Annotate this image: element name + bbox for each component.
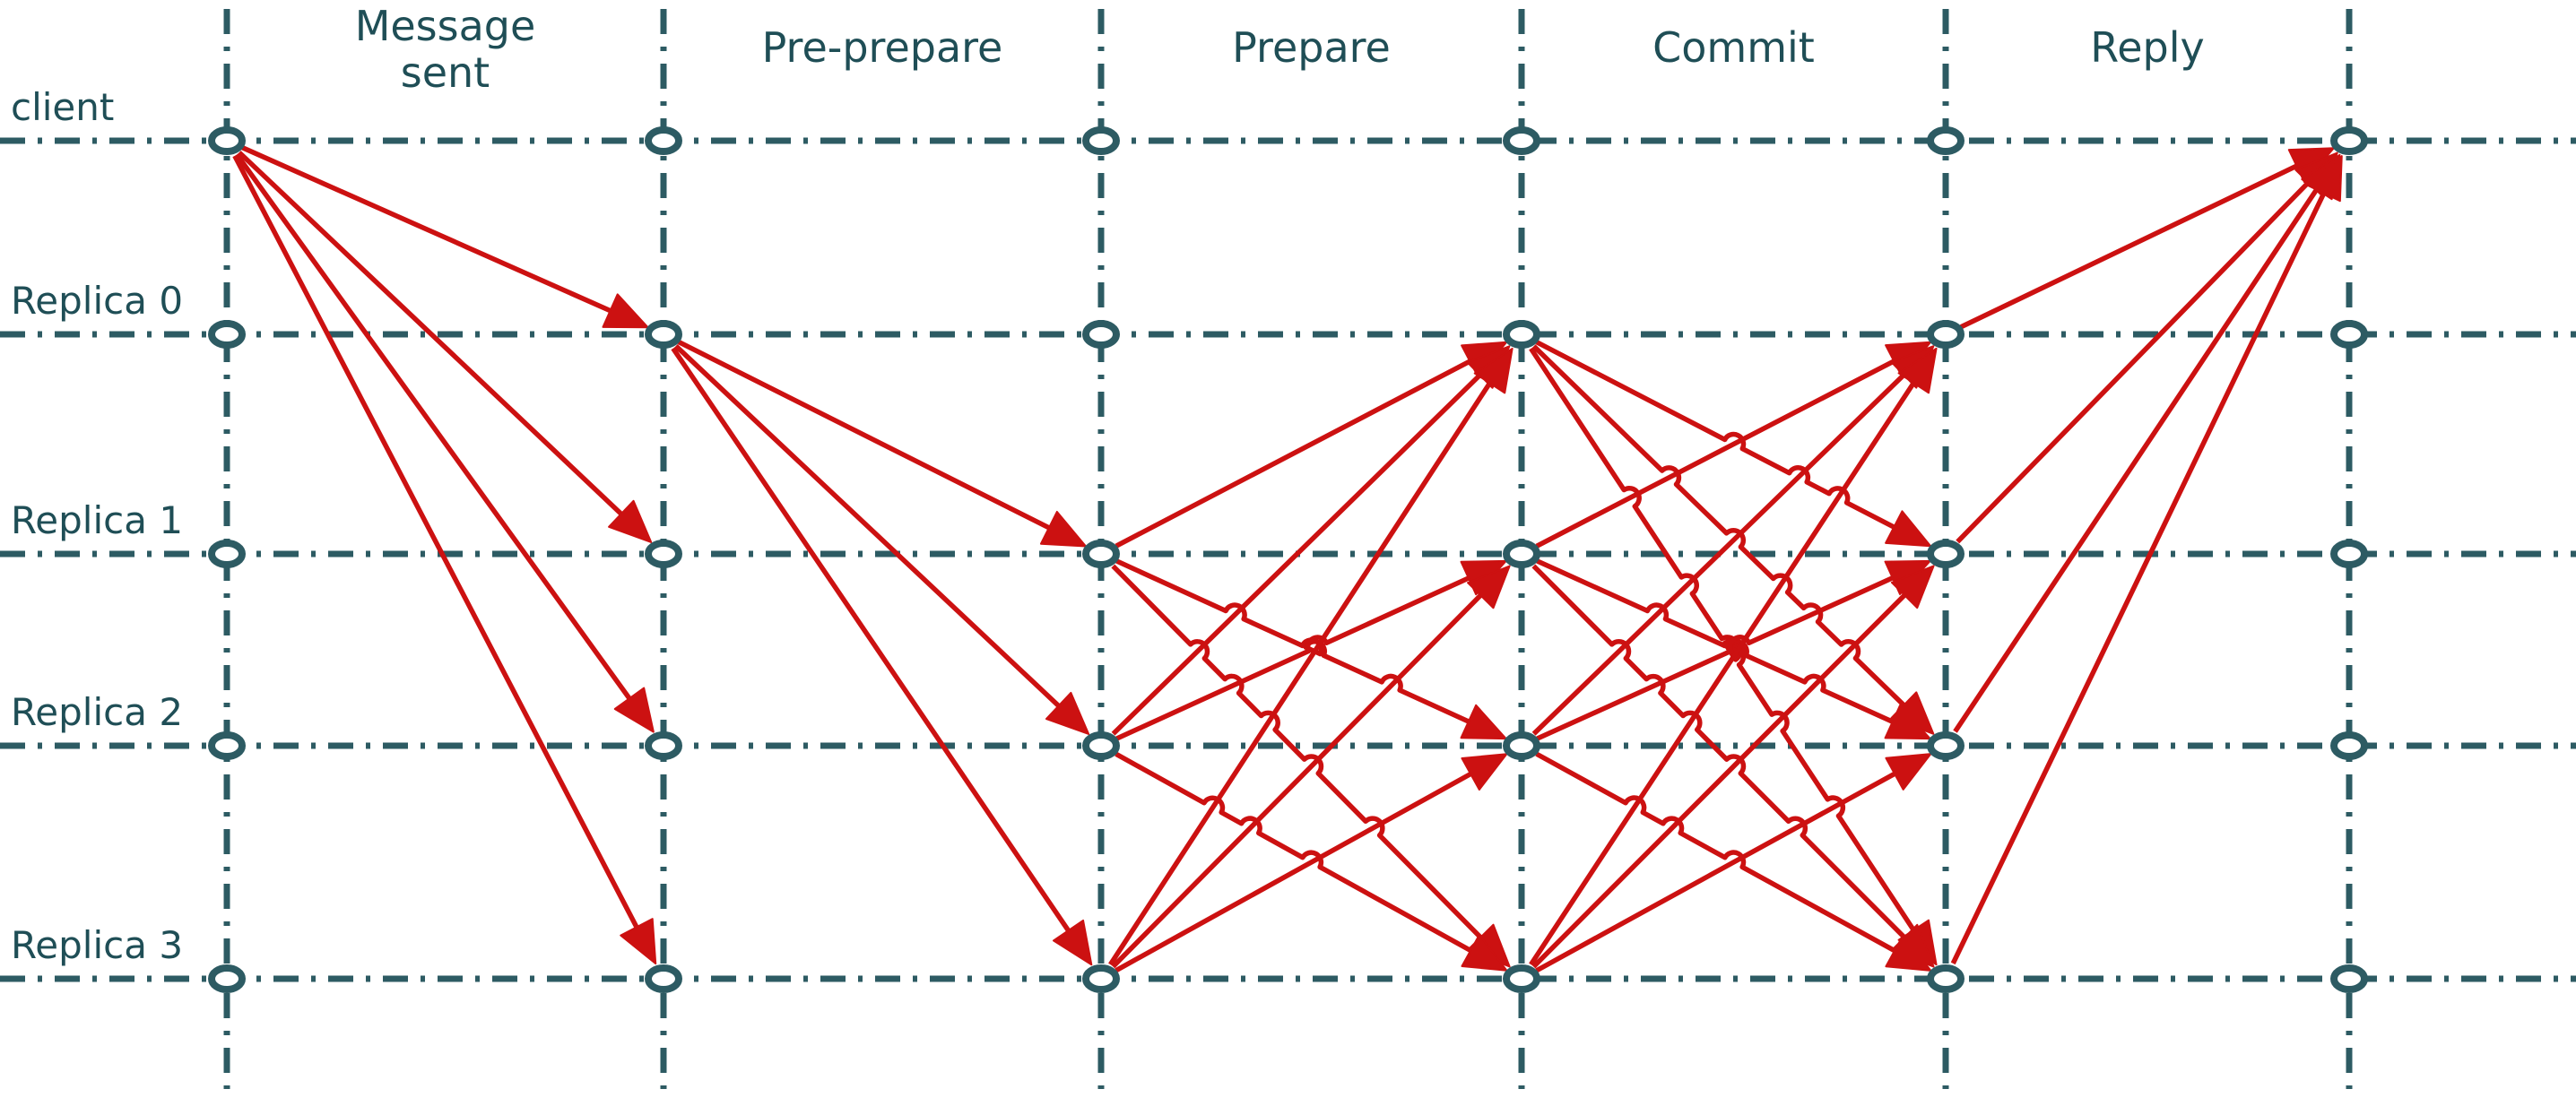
phase-header-pre-prepare: Pre-prepare — [761, 23, 1003, 72]
node-client-t0 — [208, 126, 246, 155]
message-arrows — [232, 145, 2343, 973]
arrowhead-prepare — [1467, 565, 1511, 609]
message-line-commit — [1531, 593, 1907, 969]
message-line-reply — [1950, 192, 2327, 965]
node-replica-1-t5 — [2330, 540, 2368, 568]
arrowhead-commit — [1897, 347, 1938, 394]
node-replica-3-t3 — [1503, 964, 1540, 993]
node-replica-3-t2 — [1082, 964, 1120, 993]
node-replica-0-t3 — [1503, 320, 1540, 349]
arrowhead-commit — [1884, 704, 1931, 740]
message-line-commit — [1535, 771, 1896, 973]
message-line-pre-prepare — [673, 344, 1061, 708]
message-line-reply — [1959, 163, 2298, 330]
arrowhead-pre-prepare — [1052, 919, 1093, 966]
node-replica-1-t3 — [1503, 540, 1540, 568]
lane-label-replica-3: Replica 3 — [11, 923, 184, 967]
phase-header-prepare: Prepare — [1232, 23, 1391, 72]
node-replica-0-t5 — [2330, 320, 2368, 349]
node-client-t5 — [2330, 126, 2368, 155]
arrowhead-commit — [1885, 510, 1932, 548]
message-line-pre-prepare — [677, 340, 1051, 531]
message-line-prepare — [1111, 564, 1483, 939]
node-replica-1-t1 — [645, 540, 682, 568]
arrowhead-prepare — [1461, 753, 1508, 791]
node-replica-1-t0 — [208, 540, 246, 568]
message-line-commit — [1531, 564, 1907, 939]
arrowhead-message-sent — [608, 499, 653, 543]
arrowhead-pre-prepare — [1039, 510, 1088, 548]
message-line-commit — [1531, 373, 1906, 736]
node-replica-0-t0 — [208, 320, 246, 349]
message-line-commit — [1536, 575, 1894, 741]
lane-horizontal-lines — [0, 137, 2576, 982]
message-line-message-sent — [241, 145, 611, 314]
node-client-t4 — [1927, 126, 1965, 155]
message-line-prepare — [1115, 359, 1471, 549]
message-line-pre-prepare — [671, 347, 1071, 932]
event-nodes — [208, 126, 2368, 993]
lane-label-replica-0: Replica 0 — [11, 279, 184, 323]
phase-header-commit: Commit — [1652, 23, 1815, 72]
arrowhead-prepare — [1460, 704, 1507, 740]
node-replica-2-t1 — [645, 731, 682, 760]
message-line-prepare — [1115, 772, 1472, 973]
phase-header-reply: Reply — [2090, 23, 2205, 72]
node-client-t2 — [1082, 126, 1120, 155]
node-replica-3-t4 — [1927, 964, 1965, 993]
arrowhead-message-sent — [602, 293, 649, 329]
node-replica-0-t1 — [645, 320, 682, 349]
message-line-commit — [1529, 381, 1916, 966]
node-replica-3-t5 — [2330, 964, 2368, 993]
node-replica-0-t4 — [1927, 320, 1965, 349]
message-line-reply — [1956, 180, 2311, 544]
phase-header-message-sent: Message sent — [354, 2, 536, 97]
node-replica-2-t5 — [2330, 731, 2368, 760]
node-replica-1-t4 — [1927, 540, 1965, 568]
arrowhead-prepare — [1461, 933, 1508, 972]
node-replica-1-t2 — [1082, 540, 1120, 568]
arrowhead-message-sent — [620, 918, 657, 965]
node-client-t3 — [1503, 126, 1540, 155]
lane-label-replica-2: Replica 2 — [11, 690, 184, 734]
message-line-reply — [1953, 187, 2320, 733]
arrowhead-commit — [1885, 934, 1932, 972]
arrowhead-reply — [2306, 155, 2343, 203]
message-line-message-sent — [232, 154, 639, 929]
message-line-prepare — [1115, 558, 1470, 724]
node-replica-2-t0 — [208, 731, 246, 760]
node-replica-2-t3 — [1503, 731, 1540, 760]
node-replica-2-t4 — [1927, 731, 1965, 760]
arrowhead-prepare — [1473, 347, 1514, 394]
node-replica-3-t0 — [208, 964, 246, 993]
node-client-t1 — [645, 126, 682, 155]
lane-label-replica-1: Replica 1 — [11, 498, 184, 542]
message-line-prepare — [1115, 575, 1470, 741]
message-line-prepare — [1111, 373, 1482, 736]
message-line-message-sent — [234, 152, 632, 700]
timeline-vertical-lines — [223, 9, 2353, 1089]
lane-label-client: client — [11, 85, 115, 129]
message-line-commit — [1535, 359, 1895, 549]
node-replica-0-t2 — [1082, 320, 1120, 349]
message-line-message-sent — [237, 151, 623, 516]
message-line-prepare — [1111, 593, 1483, 969]
node-replica-2-t2 — [1082, 731, 1120, 760]
arrowhead-commit — [1890, 565, 1935, 609]
arrowhead-commit — [1885, 753, 1932, 791]
message-line-prepare — [1108, 381, 1492, 966]
arrowhead-pre-prepare — [1045, 691, 1090, 735]
arrowhead-message-sent — [613, 687, 655, 733]
node-replica-3-t1 — [645, 964, 682, 993]
